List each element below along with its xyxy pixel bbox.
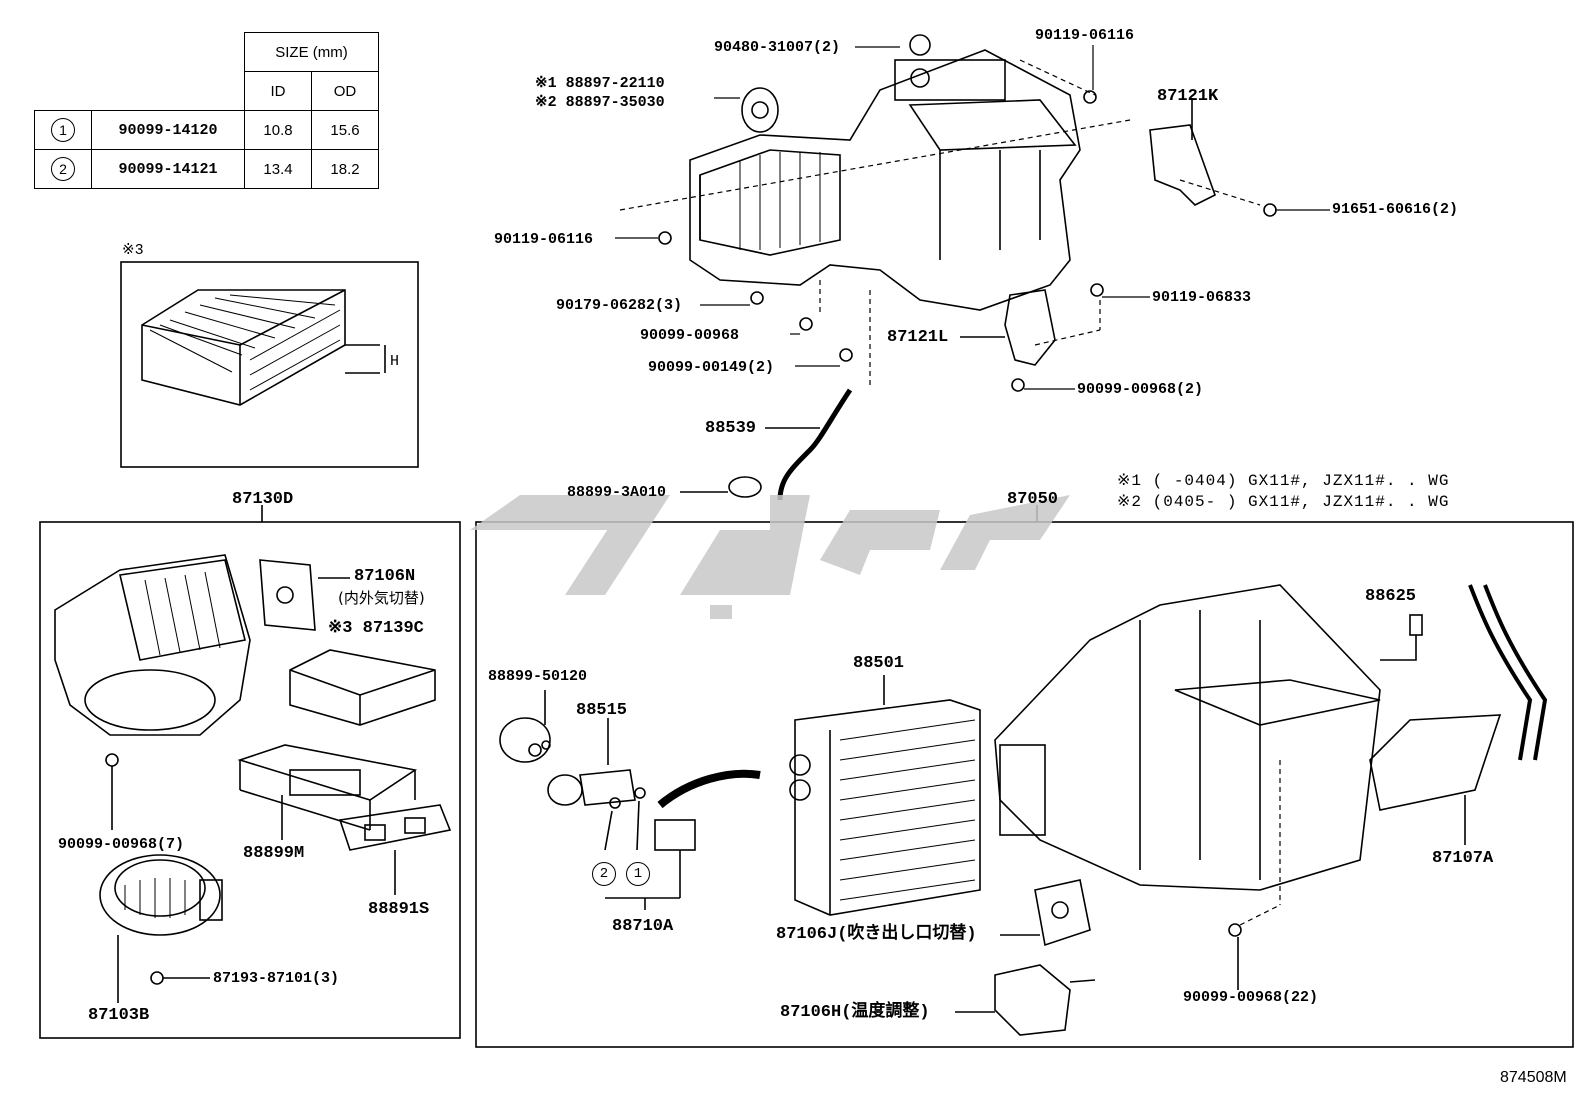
label-87121k: 87121K xyxy=(1157,87,1219,106)
pipe-88710a xyxy=(654,769,761,851)
label-87107a: 87107A xyxy=(1432,849,1494,868)
filter-87139c xyxy=(289,649,436,726)
screw-icon xyxy=(150,971,164,985)
dashed-leaders-top xyxy=(619,59,1261,385)
label-87139c: ※3 87139C xyxy=(328,619,424,638)
blower-motor-87103b xyxy=(99,854,223,936)
label-87106n: 87106N xyxy=(354,567,416,586)
screw-icon xyxy=(1228,923,1242,937)
label-90099-00968-7: 90099-00968(7) xyxy=(58,836,185,853)
label-90480: 90480-31007(2) xyxy=(714,39,841,56)
bracket-87121l xyxy=(1004,289,1056,366)
label-90119-right: 90119-06833 xyxy=(1152,289,1252,306)
label-88899-3a010: 88899-3A010 xyxy=(567,484,667,501)
label-h-dimension: H xyxy=(390,353,400,370)
note-2: ※2 (0405- ) GX11#, JZX11#. . WG xyxy=(1117,493,1450,511)
label-88539: 88539 xyxy=(705,419,757,438)
label-88891s: 88891S xyxy=(368,900,430,919)
ref-circle: 2 xyxy=(51,157,75,181)
bracket-87121k xyxy=(1149,124,1216,206)
leader-lines-top xyxy=(615,45,1330,390)
box-87130d xyxy=(39,521,461,1039)
od-value: 18.2 xyxy=(311,149,379,189)
label-mark-3: ※3 xyxy=(122,242,144,259)
watermark-logo xyxy=(470,495,1070,619)
label-88501: 88501 xyxy=(853,654,905,673)
drain-hose-88539 xyxy=(777,388,853,501)
o-rings xyxy=(609,787,646,809)
label-87193: 87193-87101(3) xyxy=(213,970,340,987)
label-88710a: 88710A xyxy=(612,917,674,936)
label-88625: 88625 xyxy=(1365,587,1417,606)
note-1: ※1 ( -0404) GX11#, JZX11#. . WG xyxy=(1117,472,1450,490)
label-87130d: 87130D xyxy=(232,490,294,509)
diagram-code: 874508M xyxy=(1500,1069,1567,1086)
id-value: 10.8 xyxy=(244,110,312,150)
label-90099-00968: 90099-00968 xyxy=(640,327,740,344)
od-value: 15.6 xyxy=(311,110,379,150)
evaporator-88501 xyxy=(789,699,981,916)
label-88897-2: ※2 88897-35030 xyxy=(535,94,665,111)
screw-icon xyxy=(105,753,119,767)
sensor-88625 xyxy=(1380,614,1423,661)
label-88515: 88515 xyxy=(576,701,628,720)
expansion-valve-88515 xyxy=(547,769,636,806)
filter-case-88899m xyxy=(237,744,418,831)
label-87050: 87050 xyxy=(1007,490,1059,509)
table-row: 1 90099-14120 10.8 15.6 xyxy=(34,110,379,150)
part-number: 90099-14120 xyxy=(91,110,245,150)
ref-circle-2: 2 xyxy=(592,862,616,886)
servo-87106j xyxy=(1034,879,1091,947)
servo-87106h xyxy=(994,964,1096,1036)
label-88897-1: ※1 88897-22110 xyxy=(535,75,665,92)
size-table: SIZE (mm) ID OD 1 90099-14120 10.8 15.6 … xyxy=(34,32,379,189)
ref-circle-1: 1 xyxy=(626,862,650,886)
size-header: SIZE (mm) xyxy=(244,32,379,72)
label-90119-left: 90119-06116 xyxy=(494,231,594,248)
hvac-assembly-top xyxy=(689,34,1081,311)
heater-core-87107a xyxy=(1369,584,1548,811)
ref-circle: 1 xyxy=(51,118,75,142)
label-87121l: 87121L xyxy=(887,328,949,347)
label-90119-top: 90119-06116 xyxy=(1035,27,1135,44)
id-value: 13.4 xyxy=(244,149,312,189)
label-88899m: 88899M xyxy=(243,844,305,863)
label-90099-00149: 90099-00149(2) xyxy=(648,359,775,376)
blower-case-drawing xyxy=(54,554,251,736)
screw-icons-top xyxy=(658,90,1277,392)
valve-88899-50120 xyxy=(499,717,551,763)
part-number: 90099-14121 xyxy=(91,149,245,189)
label-87106h: 87106H(温度調整) xyxy=(780,1003,930,1022)
label-90099-00968-22: 90099-00968(22) xyxy=(1183,989,1319,1006)
grommet xyxy=(728,476,762,498)
filter-box xyxy=(120,261,419,468)
table-row: 2 90099-14121 13.4 18.2 xyxy=(34,149,379,189)
label-87103b: 87103B xyxy=(88,1006,150,1025)
col-od: OD xyxy=(311,71,379,111)
label-87106j: 87106J(吹き出し口切替) xyxy=(776,925,977,944)
cabin-filter-drawing xyxy=(141,289,386,406)
label-91651: 91651-60616(2) xyxy=(1332,201,1459,218)
actuator-87106n xyxy=(259,559,316,631)
cover-88891s xyxy=(338,804,452,851)
label-90179: 90179-06282(3) xyxy=(556,297,683,314)
label-88899-50120: 88899-50120 xyxy=(488,668,588,685)
label-87106n-sub: (内外気切替) xyxy=(338,589,425,607)
label-90099-00968-2: 90099-00968(2) xyxy=(1077,381,1204,398)
hvac-case-right xyxy=(994,584,1381,891)
